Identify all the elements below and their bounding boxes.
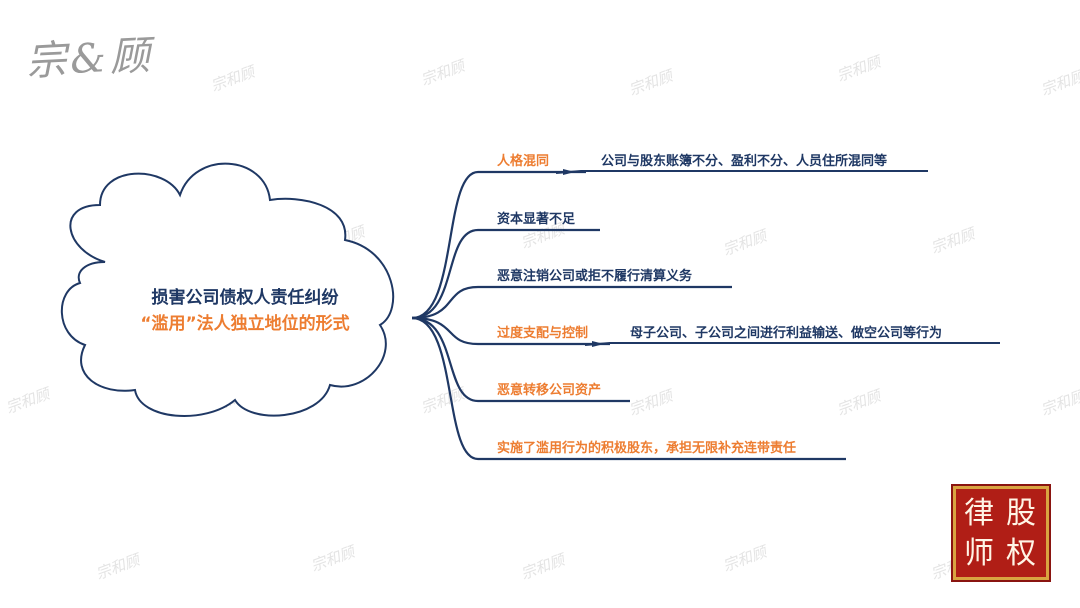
brand-stamp: 律 股 师 权 bbox=[953, 486, 1049, 580]
detail-connector bbox=[555, 170, 928, 174]
detail-connector-tip bbox=[592, 341, 604, 347]
branch-label: 资本显著不足 bbox=[497, 212, 576, 227]
branch-detail: 公司与股东账簿不分、盈利不分、人员住所混同等 bbox=[601, 154, 888, 169]
stamp-char: 师 bbox=[964, 536, 994, 571]
branch-connector bbox=[411, 316, 610, 346]
branch-connector bbox=[411, 170, 586, 320]
branch-detail: 母子公司、子公司之间进行利益输送、做空公司等行为 bbox=[630, 326, 943, 341]
branch-label: 实施了滥用行为的积极股东，承担无限补充连带责任 bbox=[497, 441, 797, 456]
central-topic: 损害公司债权人责任纠纷 “滥用”法人独立地位的形式 bbox=[100, 285, 390, 337]
central-topic-subtitle: “滥用”法人独立地位的形式 bbox=[140, 314, 350, 334]
branch-lines bbox=[411, 169, 1000, 461]
detail-connector bbox=[584, 342, 1000, 346]
central-topic-title: 损害公司债权人责任纠纷 bbox=[151, 288, 339, 308]
branch-label: 恶意注销公司或拒不履行清算义务 bbox=[497, 269, 693, 284]
stamp-char: 权 bbox=[1006, 536, 1036, 571]
branch-connector bbox=[411, 285, 732, 320]
branch-connector bbox=[411, 228, 600, 320]
stamp-char: 律 bbox=[964, 496, 994, 531]
cloud-shape bbox=[60, 162, 395, 417]
branch-label: 过度支配与控制 bbox=[497, 326, 589, 341]
branch-connector bbox=[411, 316, 630, 403]
branch-connector bbox=[411, 316, 846, 461]
detail-connector-tip bbox=[563, 169, 575, 175]
stamp-char: 股 bbox=[1006, 496, 1036, 531]
branch-label: 恶意转移公司资产 bbox=[497, 383, 602, 398]
branch-label: 人格混同 bbox=[497, 154, 550, 169]
